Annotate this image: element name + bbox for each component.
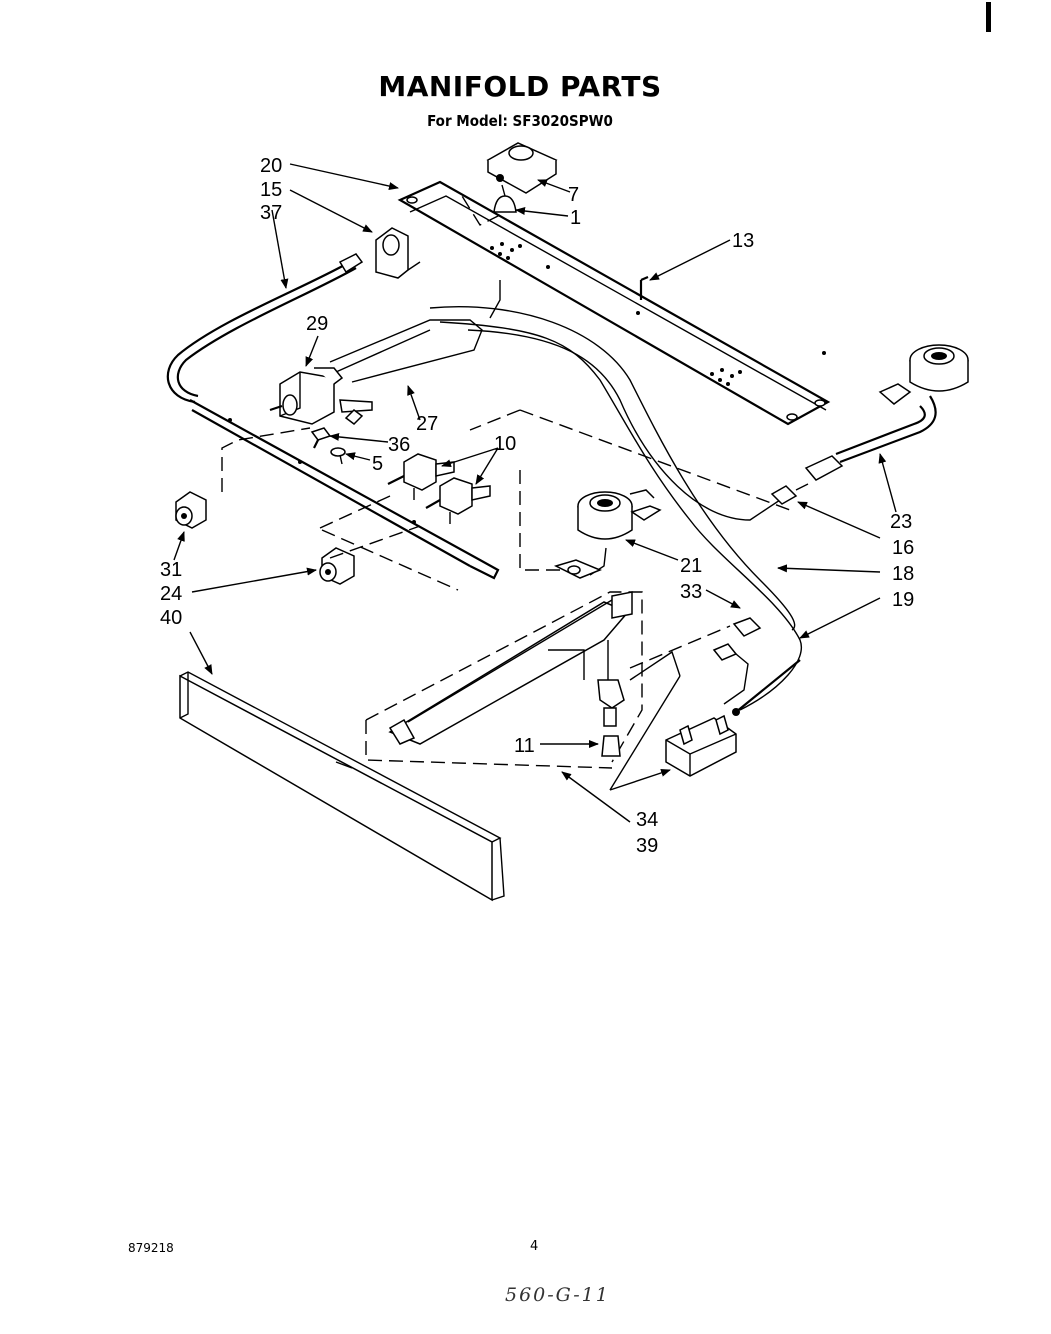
callout-31: 31: [160, 559, 182, 581]
burner-valve-2: [425, 477, 491, 524]
right-burner: [804, 344, 969, 481]
small-clip: [639, 275, 649, 300]
callout-15: 15: [260, 179, 282, 201]
callout-36: 36: [388, 434, 410, 456]
page-number: 4: [530, 1239, 539, 1254]
callout-5: 5: [372, 453, 383, 475]
callout-24: 24: [160, 583, 182, 605]
callout-labels: 20 15 37 7 1 13 29 27 36 5 10 31 24 40 2…: [160, 155, 914, 857]
callout-1: 1: [570, 207, 581, 229]
callout-18: 18: [892, 563, 914, 585]
page-title: MANIFOLD PARTS: [378, 70, 662, 103]
manifold-bracket: [397, 180, 831, 426]
callout-40: 40: [160, 607, 182, 629]
callout-23: 23: [890, 511, 912, 533]
handwritten-note: 560-G-11: [505, 1284, 610, 1306]
oven-burner-assembly: [365, 591, 681, 769]
model-subtitle: For Model: SF3020SPW0: [427, 112, 613, 130]
callout-33: 33: [680, 581, 702, 603]
vent-holes-bottom: [710, 368, 742, 386]
surface-burner: [553, 489, 662, 579]
callout-34: 34: [636, 809, 658, 831]
spark-module: [665, 659, 801, 777]
document-number: 879218: [128, 1241, 174, 1255]
corner-mark: [986, 2, 991, 32]
callout-7: 7: [568, 184, 579, 206]
front-trim-panel: [179, 671, 505, 902]
lower-manifold-pipe: [189, 399, 500, 580]
gas-tubing: [166, 253, 803, 711]
callout-37: 37: [260, 202, 282, 224]
callout-21: 21: [680, 555, 702, 577]
grommet: [493, 195, 517, 213]
tube-bracket-clip: [375, 227, 421, 279]
orifice-fitting: [770, 483, 809, 505]
callout-16: 16: [892, 537, 914, 559]
igniter-bracket: [712, 617, 762, 705]
callout-10: 10: [494, 433, 516, 455]
control-knob-31: [175, 491, 207, 529]
callout-27: 27: [416, 413, 438, 435]
spreader-pin: [310, 427, 332, 449]
leader-lines: [173, 163, 897, 823]
callout-20: 20: [260, 155, 282, 177]
callout-39: 39: [636, 835, 658, 857]
thermostat: [269, 367, 373, 425]
callout-11: 11: [514, 735, 535, 757]
callout-13: 13: [732, 230, 754, 252]
valve-knob-housing: [486, 142, 558, 194]
screw: [330, 447, 346, 465]
control-knob-24: [319, 547, 355, 585]
callout-19: 19: [892, 589, 914, 611]
vent-holes-top: [490, 242, 522, 260]
callout-29: 29: [306, 313, 328, 335]
